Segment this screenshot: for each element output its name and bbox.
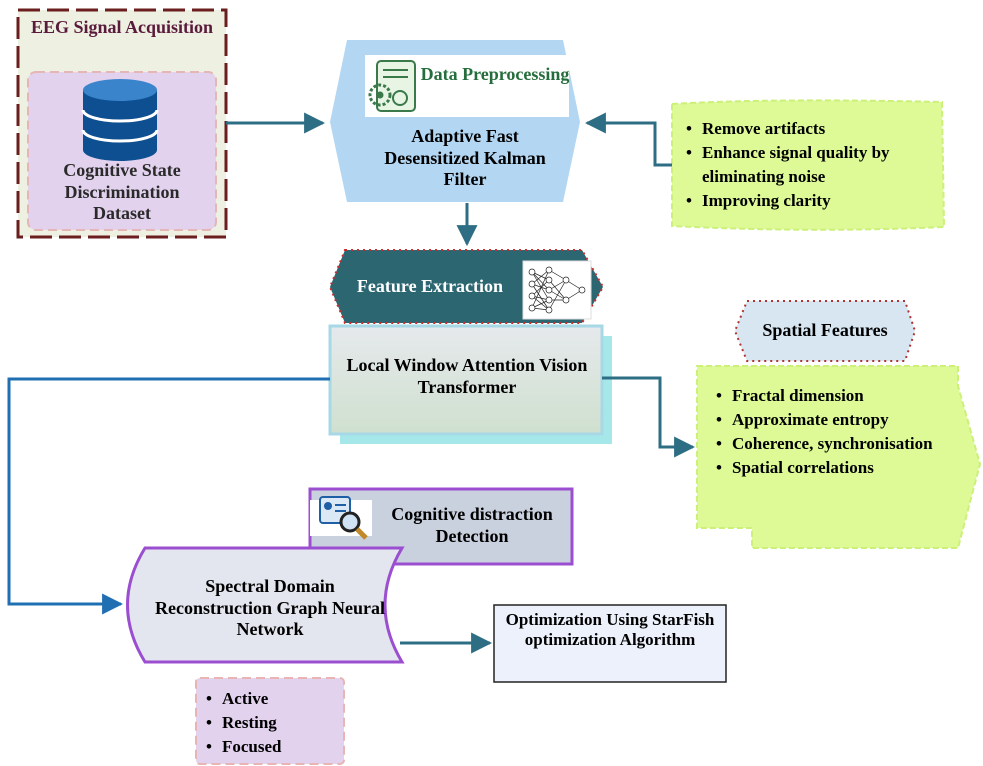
spatial-features-title: Spatial Features	[762, 320, 888, 340]
optimization-label: Optimization Using StarFish optimization…	[505, 610, 715, 650]
detection-label: Cognitive distraction Detection	[391, 504, 553, 546]
neural-network-icon	[528, 266, 586, 314]
transformer-box	[328, 324, 604, 436]
feature-item: Spatial correlations	[710, 456, 960, 480]
feature-extraction-label: Feature Extraction	[356, 276, 504, 296]
gnn-shape	[126, 546, 405, 664]
classes-list: Active Resting Focused	[200, 687, 340, 759]
transformer-label: Local Window Attention Vision Transforme…	[346, 355, 588, 397]
arrow-transformer-to-spatial	[602, 376, 696, 458]
arrow-notes-to-preprocessing	[584, 112, 672, 167]
class-item: Active	[200, 687, 340, 711]
feature-item: Coherence, synchronisation	[710, 432, 960, 456]
preprocessing-method: Adaptive Fast Desensitized Kalman Filter	[384, 126, 546, 190]
feature-item: Approximate entropy	[710, 408, 960, 432]
gnn-label: Spectral Domain Reconstruction Graph Neu…	[155, 576, 385, 640]
preprocessing-label: Data Preprocessing	[420, 64, 570, 84]
acquisition-title: EEG Signal Acquisition	[30, 17, 214, 37]
dataset-label: Cognitive State Discrimination Dataset	[63, 160, 181, 224]
feature-item: Fractal dimension	[710, 384, 960, 408]
note-item: Enhance signal quality by eliminating no…	[680, 141, 940, 189]
spatial-features-hexagon	[733, 300, 917, 362]
settings-document-icon	[368, 60, 416, 112]
spatial-features-list: Fractal dimension Approximate entropy Co…	[710, 384, 960, 480]
class-item: Resting	[200, 711, 340, 735]
preprocessing-notes: Remove artifacts Enhance signal quality …	[680, 117, 940, 213]
arrow-transformer-to-gnn	[7, 377, 330, 615]
note-item: Remove artifacts	[680, 117, 940, 141]
class-item: Focused	[200, 735, 340, 759]
optimization-box	[493, 604, 727, 683]
note-item: Improving clarity	[680, 189, 940, 213]
id-card-search-icon	[310, 496, 372, 540]
database-icon	[81, 79, 159, 161]
